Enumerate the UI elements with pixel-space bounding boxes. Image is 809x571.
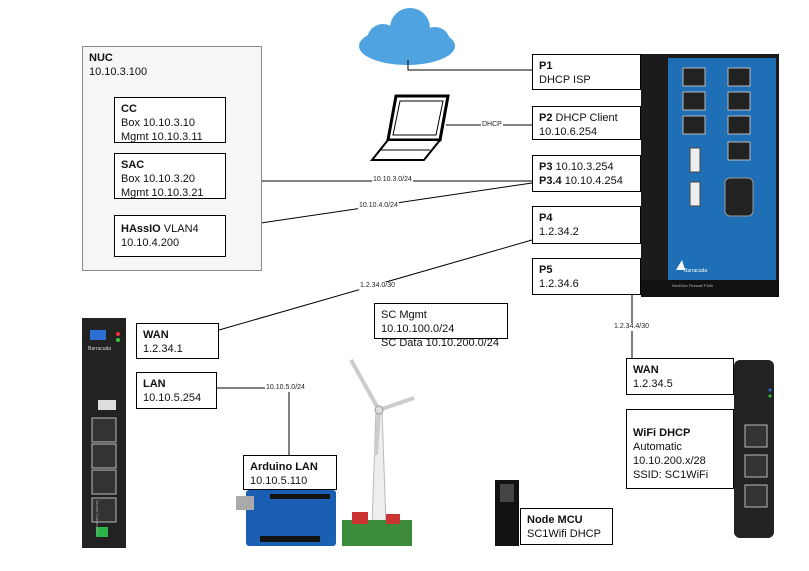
hassio-ip: 10.10.4.200 [121,237,180,249]
wifi-dhcp-title: WiFi DHCP [633,427,691,439]
link-cloud-p1 [407,60,532,71]
hassio-box: HAssIO VLAN4 10.10.4.200 [114,215,226,257]
nodemcu-title: Node MCU [527,514,583,526]
wifi-wan-box: WAN 1.2.34.5 [626,358,734,395]
p3-title: P3 [539,161,553,173]
link-label-1-2-34-0: 1.2.34.0/30 [359,282,397,290]
port-p5: P5 1.2.34.6 [532,258,641,295]
firewall-brand: Barracuda [684,268,708,274]
wifi-dhcp-box: WiFi DHCP Automatic 10.10.200.x/28 SSID:… [626,409,734,489]
wifi-device [734,360,774,538]
link-label-10-10-4: 10.10.4.0/24 [358,202,399,210]
sc-lan-title: LAN [143,378,166,390]
firewall-device [641,54,779,297]
sac-mgmt-ip: Mgmt 10.10.3.21 [121,187,204,199]
wifi-dhcp-net: 10.10.200.x/28 [633,455,706,467]
link-label-1-2-34-4: 1.2.34.4/30 [613,323,651,331]
sc-lan-ip: 10.10.5.254 [143,392,202,404]
arduino-board-image [236,490,336,546]
p4-ip: 1.2.34.2 [539,226,579,238]
secure-connector-device [82,318,126,548]
p1-title: P1 [539,60,553,72]
nodemcu-desc: SC1Wifi DHCP [527,528,601,540]
cc-box-ip: Box 10.10.3.10 [121,117,196,129]
firewall-model: NextGen Firewall F180 [672,283,713,288]
nuc-ip: 10.10.3.100 [89,66,148,78]
cc-title: CC [121,103,137,115]
sc-data-net: SC Data 10.10.200.0/24 [381,337,500,349]
link-label-10-10-5: 10.10.5.0/24 [265,384,306,392]
sac-box-ip: Box 10.10.3.20 [121,173,196,185]
wifi-dhcp-ssid: SSID: SC1WiFi [633,469,709,481]
p34-title: P3.4 [539,175,562,187]
link-sclan-arduino [217,387,290,455]
arduino-ip: 10.10.5.110 [250,475,308,487]
p3-ip: 10.10.3.254 [552,161,614,173]
sc-networks-box: SC Mgmt 10.10.100.0/24 SC Data 10.10.200… [374,303,508,349]
p34-ip: 10.10.4.254 [561,175,623,187]
p4-title: P4 [539,212,553,224]
sc-mgmt-net: SC Mgmt 10.10.100.0/24 [381,309,455,335]
cc-mgmt-ip: Mgmt 10.10.3.11 [121,131,203,143]
sc-device-model: Secure Connector 2 [95,500,100,536]
hassio-title: HAssIO [121,223,161,235]
wifi-dhcp-mode: Automatic [633,441,682,453]
cc-box: CC Box 10.10.3.10 Mgmt 10.10.3.11 [114,97,226,143]
port-p2: P2 DHCP Client 10.10.6.254 [532,106,641,140]
link-label-10-10-3: 10.10.3.0/24 [372,176,413,184]
sc-wan-box: WAN 1.2.34.1 [136,323,219,359]
sc-device-brand: Barracuda [88,346,112,352]
port-p4: P4 1.2.34.2 [532,206,641,244]
p2-desc: DHCP Client [552,112,618,124]
link-label-dhcp: DHCP [481,121,503,129]
laptop-icon [369,94,450,161]
nodemcu-box: Node MCU SC1Wifi DHCP [520,508,613,545]
wifi-wan-title: WAN [633,364,659,376]
arduino-box: Arduino LAN 10.10.5.110 [243,455,337,490]
wind-turbine-image [342,359,415,546]
nuc-title: NUC [89,52,113,64]
p5-ip: 1.2.34.6 [539,278,579,290]
sc-wan-ip: 1.2.34.1 [143,343,183,355]
hassio-vlan: VLAN4 [160,223,199,235]
sac-title: SAC [121,159,145,171]
port-p3: P3 10.10.3.254 P3.4 10.10.4.254 [532,155,641,192]
arduino-title: Arduino LAN [250,461,318,473]
p5-title: P5 [539,264,553,276]
port-p1: P1 DHCP ISP [532,54,641,90]
p2-title: P2 [539,112,553,124]
cloud-icon [359,8,455,65]
wifi-wan-ip: 1.2.34.5 [633,378,673,390]
nodemcu-image [495,480,519,546]
sc-lan-box: LAN 10.10.5.254 [136,372,217,409]
sc-wan-title: WAN [143,329,169,341]
p1-desc: DHCP ISP [539,74,591,86]
sac-box: SAC Box 10.10.3.20 Mgmt 10.10.3.21 [114,153,226,199]
p2-ip: 10.10.6.254 [539,126,598,138]
